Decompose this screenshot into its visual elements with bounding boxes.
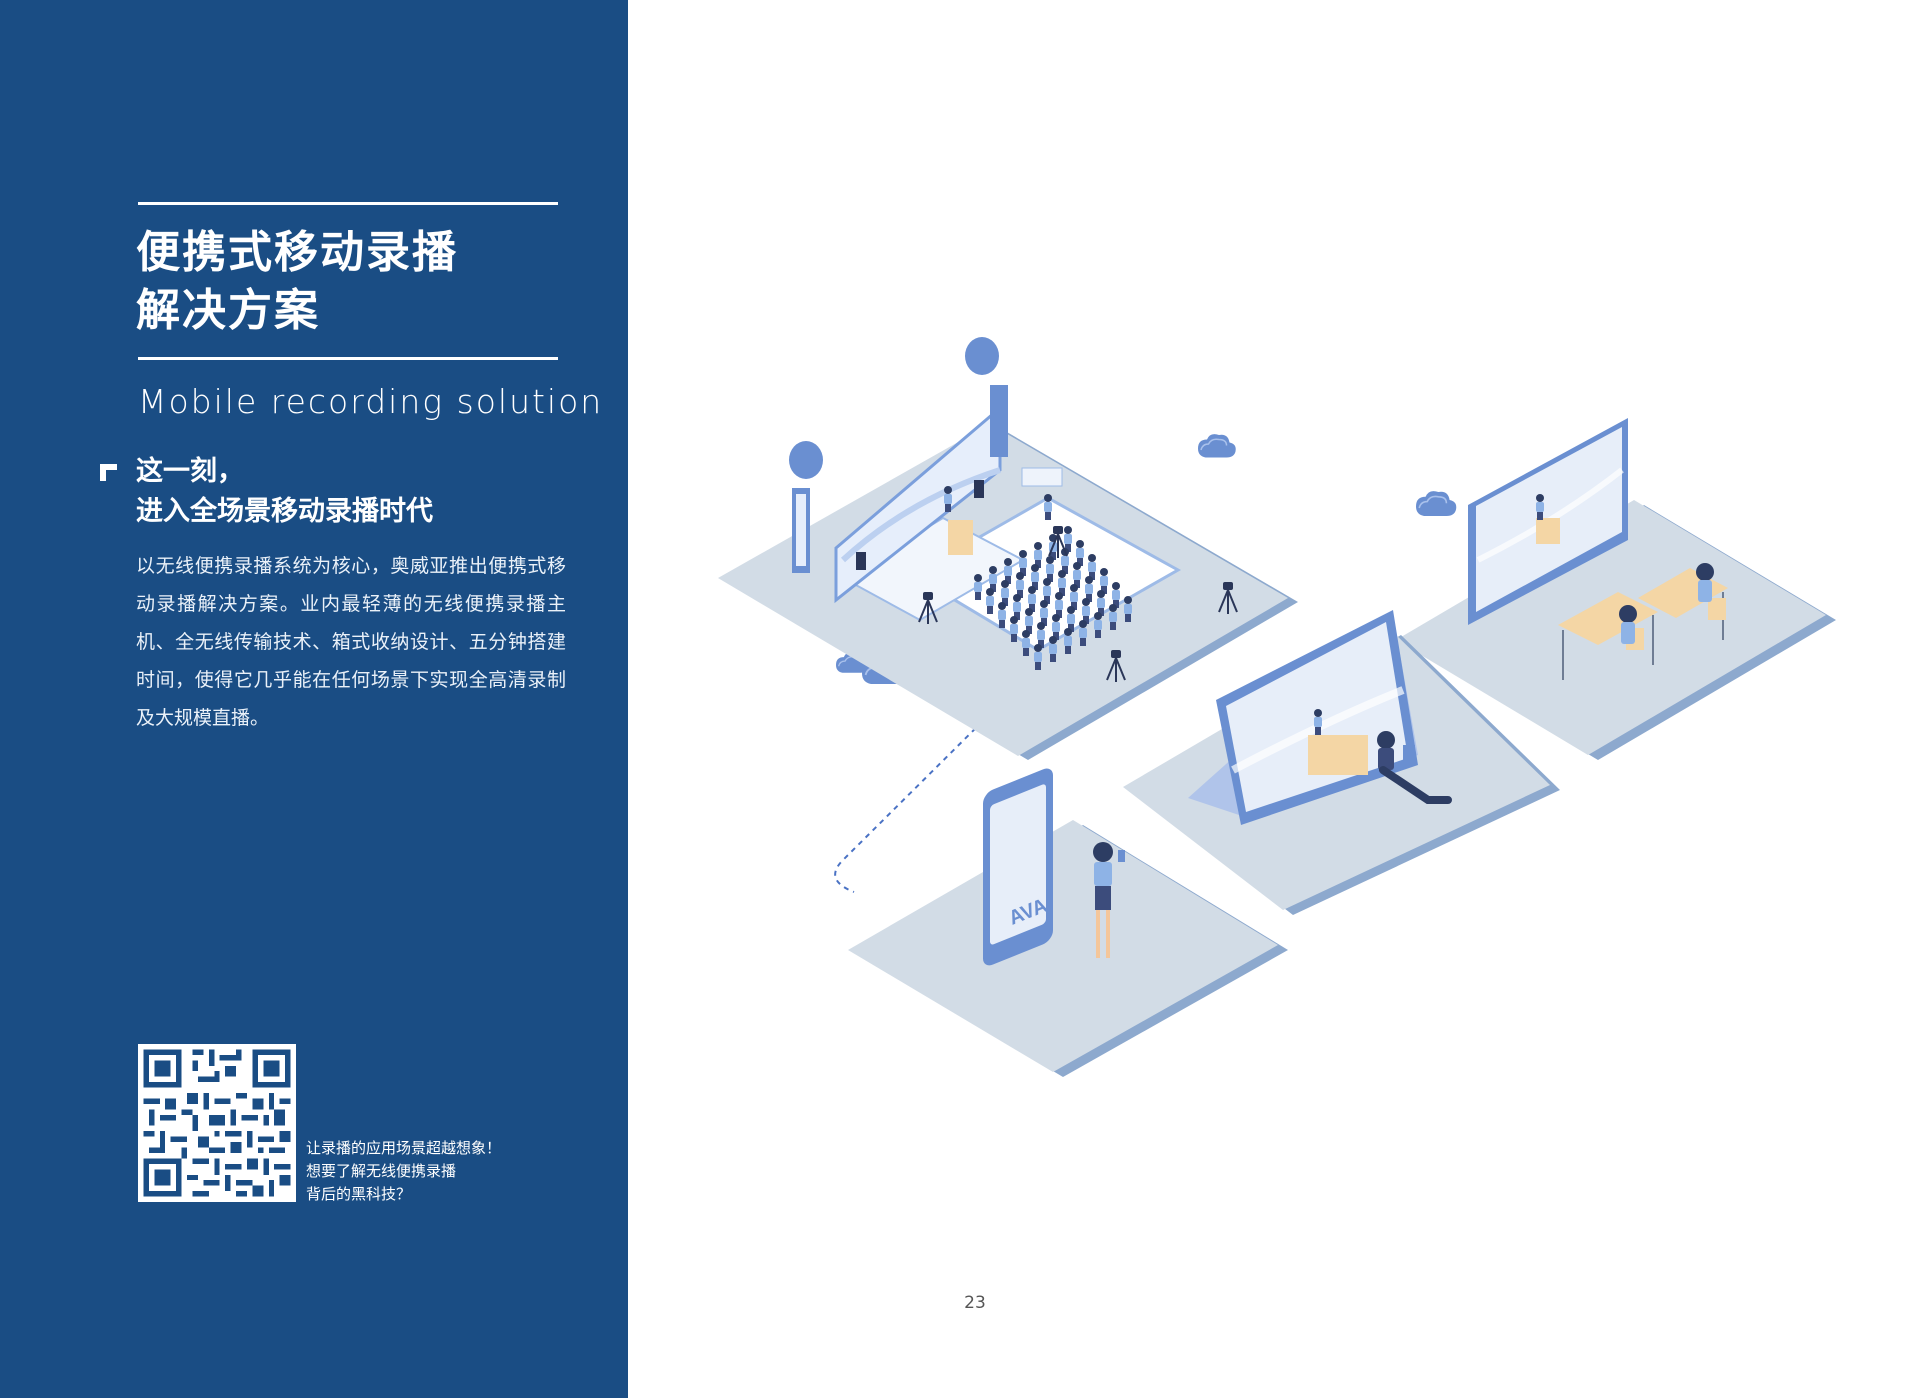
headline: 这一刻， 进入全场景移动录播时代 [136,452,576,532]
qr-caption: 让录播的应用场景超越想象！ 想要了解无线便携录播 背后的黑科技？ [306,1137,546,1206]
cloud-icon [1197,433,1237,459]
page-number: 23 [964,1293,986,1313]
isometric-scene-illustration: AVA [718,337,1836,1077]
tablet-scene [1123,610,1560,915]
page-title: 便携式移动录播 解决方案 [136,224,576,340]
qr-caption-line-3: 背后的黑科技？ [306,1185,412,1203]
corner-bullet-icon [100,464,117,481]
cloud-icon [1415,490,1458,517]
title-line-1: 便携式移动录播 [136,227,458,278]
classroom-scene [1396,418,1836,760]
phone-scene: AVA [848,768,1288,1077]
body-paragraph: 以无线便携录播系统为核心，奥威亚推出便携式移动录播解决方案。业内最轻薄的无线便携… [136,555,566,729]
left-panel: 便携式移动录播 解决方案 Mobile recording solution 这… [0,0,628,1398]
title-line-2: 解决方案 [136,285,320,336]
qr-caption-line-2: 想要了解无线便携录播 [306,1162,457,1180]
stage-scene [718,337,1298,760]
headline-line-2: 进入全场景移动录播时代 [136,496,433,527]
english-subtitle: Mobile recording solution [138,382,604,421]
qr-caption-line-1: 让录播的应用场景超越想象！ [306,1139,502,1157]
title-rule-top [138,202,558,205]
qr-code-icon [138,1044,296,1202]
title-rule-bottom [138,357,558,360]
headline-line-1: 这一刻， [136,456,244,487]
